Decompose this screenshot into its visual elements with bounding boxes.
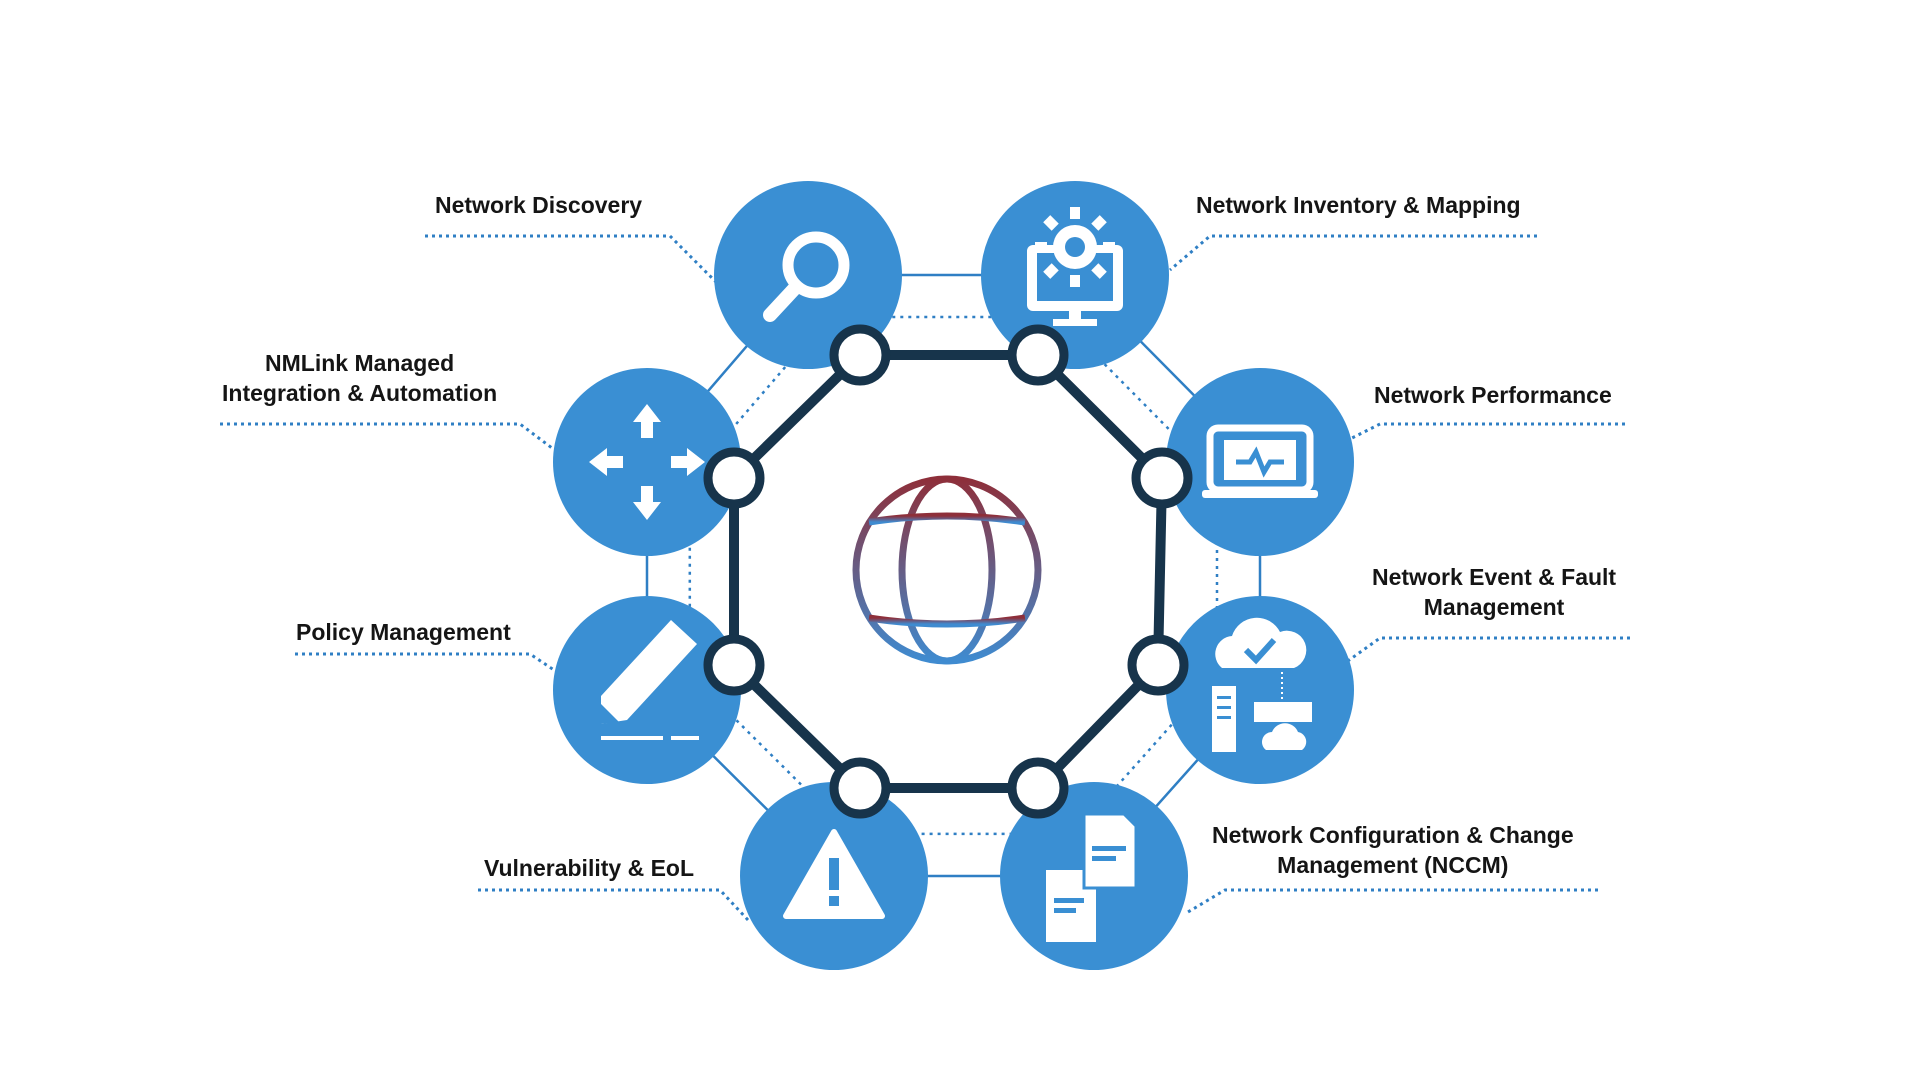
label-nmlink-integration: NMLink Managed Integration & Automation <box>222 350 498 406</box>
leader-line-nmlink-integration <box>220 422 553 450</box>
laptop-pulse-icon <box>1202 424 1318 498</box>
label-network-configuration-change: Network Configuration & Change Managemen… <box>1212 822 1574 878</box>
octagon-vertex <box>829 757 891 819</box>
octagon-vertex <box>1007 324 1069 386</box>
label-network-discovery: Network Discovery <box>435 192 643 218</box>
leader-line-policy-management <box>295 652 561 676</box>
leader-line-vulnerability-eol <box>478 888 750 922</box>
label-policy-management: Policy Management <box>296 619 511 645</box>
leader-line-network-performance <box>1347 422 1625 442</box>
node-vulnerability-eol <box>740 782 928 970</box>
core-octagon <box>703 324 1193 819</box>
magnifier-icon <box>763 231 850 322</box>
node-network-configuration-change <box>1000 782 1188 970</box>
monitor-gear-icon <box>1027 207 1123 326</box>
label-network-inventory-mapping: Network Inventory & Mapping <box>1196 192 1521 218</box>
documents-icon <box>1046 812 1138 942</box>
octagon-vertex <box>703 634 765 696</box>
leader-line-network-inventory-mapping <box>1169 234 1537 272</box>
leader-line-network-discovery <box>425 234 718 284</box>
leader-line-network-configuration-change <box>1187 888 1598 914</box>
globe-icon <box>852 475 1042 665</box>
label-leader-lines <box>220 234 1630 922</box>
octagon-vertex <box>1131 447 1193 509</box>
label-vulnerability-eol: Vulnerability & EoL <box>484 855 695 881</box>
warning-icon <box>783 829 885 919</box>
cloud-server-check-icon <box>1212 617 1312 752</box>
octagon-vertex <box>703 447 765 509</box>
label-network-event-fault: Network Event & Fault Management <box>1372 564 1617 620</box>
node-network-inventory-mapping <box>981 181 1169 369</box>
octagon-vertex <box>829 324 891 386</box>
node-nmlink-integration <box>553 368 741 556</box>
label-network-performance: Network Performance <box>1374 382 1612 408</box>
node-network-discovery <box>714 181 902 369</box>
capability-nodes <box>553 181 1354 970</box>
node-policy-management <box>553 596 741 784</box>
move-arrows-icon <box>589 404 705 520</box>
leader-line-network-event-fault <box>1337 636 1630 670</box>
node-network-performance <box>1166 368 1354 556</box>
pencil-icon <box>601 620 699 740</box>
node-network-event-fault <box>1166 596 1354 784</box>
octagon-vertex <box>1127 634 1189 696</box>
octagon-vertex <box>1007 757 1069 819</box>
